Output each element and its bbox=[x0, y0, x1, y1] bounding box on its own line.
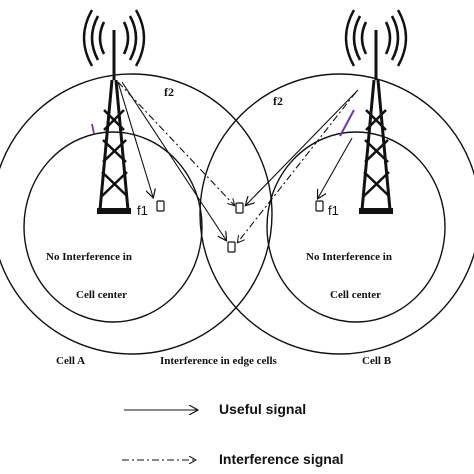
useful-signal-a-edge bbox=[121, 81, 226, 240]
cell-b-center-text-line2: Cell center bbox=[330, 289, 381, 301]
cell-a-inner-circle bbox=[23, 131, 203, 323]
phone-edge-upper-icon bbox=[235, 202, 244, 214]
cell-a-center-text-line1: No Interference in bbox=[46, 251, 132, 263]
cell-b-tower-icon bbox=[344, 9, 408, 214]
cell-b-outer-freq: f2 bbox=[273, 94, 283, 108]
phone-edge-lower-icon bbox=[227, 241, 236, 253]
cell-a-outer-circle bbox=[0, 73, 273, 355]
legend-interference-label: Interference signal bbox=[219, 451, 344, 467]
cell-a-accent-mark bbox=[91, 123, 95, 135]
cell-a-tower-icon bbox=[82, 9, 146, 214]
cell-b-label: Cell B bbox=[362, 355, 392, 367]
edge-interference-label: Interference in edge cells bbox=[160, 355, 278, 367]
useful-signal-b-edge bbox=[246, 89, 359, 205]
cell-a-label: Cell A bbox=[56, 355, 85, 367]
cell-b-inner-freq: f1 bbox=[328, 203, 339, 218]
cell-a-outer-freq: f2 bbox=[164, 85, 174, 99]
cell-a-inner-freq: f1 bbox=[137, 203, 148, 218]
legend-useful-label: Useful signal bbox=[219, 401, 306, 417]
cell-b-accent-mark bbox=[339, 109, 355, 137]
interference-signal-b bbox=[238, 91, 357, 242]
useful-signal-b-center bbox=[318, 137, 353, 198]
phone-a-center-icon bbox=[156, 200, 165, 212]
cell-b-inner-circle bbox=[266, 131, 446, 323]
cell-b-outer-circle bbox=[199, 73, 474, 355]
legend: Useful signal Interference signal bbox=[122, 401, 344, 467]
useful-signal-a-center bbox=[117, 81, 153, 197]
interference-signal-a bbox=[117, 81, 234, 205]
cell-b-center-text-line1: No Interference in bbox=[306, 251, 392, 263]
phone-b-center-icon bbox=[315, 200, 324, 212]
cell-a-center-text-line2: Cell center bbox=[76, 289, 127, 301]
